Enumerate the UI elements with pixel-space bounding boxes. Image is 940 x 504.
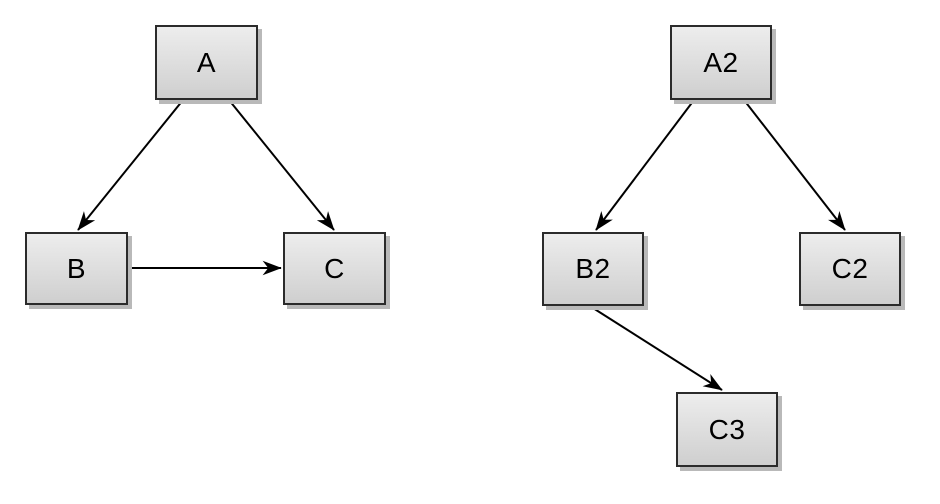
node-c2[interactable]: C2 [799, 232, 901, 306]
node-c3[interactable]: C3 [676, 392, 778, 467]
node-label-b2: B2 [575, 253, 611, 284]
edge-a2-b2 [595, 99, 695, 231]
edge-b2-c3 [592, 307, 723, 391]
node-label-a2: A2 [703, 46, 739, 78]
edge-a-c [228, 99, 335, 231]
node-label-c2: C2 [831, 253, 869, 284]
node-label-c3: C3 [708, 413, 746, 445]
edge-a2-c2 [743, 99, 846, 231]
node-a2[interactable]: A2 [670, 25, 772, 100]
edge-a-b [77, 99, 184, 231]
node-label-b: B [66, 252, 87, 284]
node-label-a: A [196, 46, 217, 78]
node-c[interactable]: C [283, 232, 386, 305]
node-label-c: C [324, 252, 345, 284]
edges-group [77, 99, 846, 391]
node-a[interactable]: A [155, 25, 258, 100]
node-b2[interactable]: B2 [542, 232, 644, 306]
node-b[interactable]: B [25, 232, 128, 305]
